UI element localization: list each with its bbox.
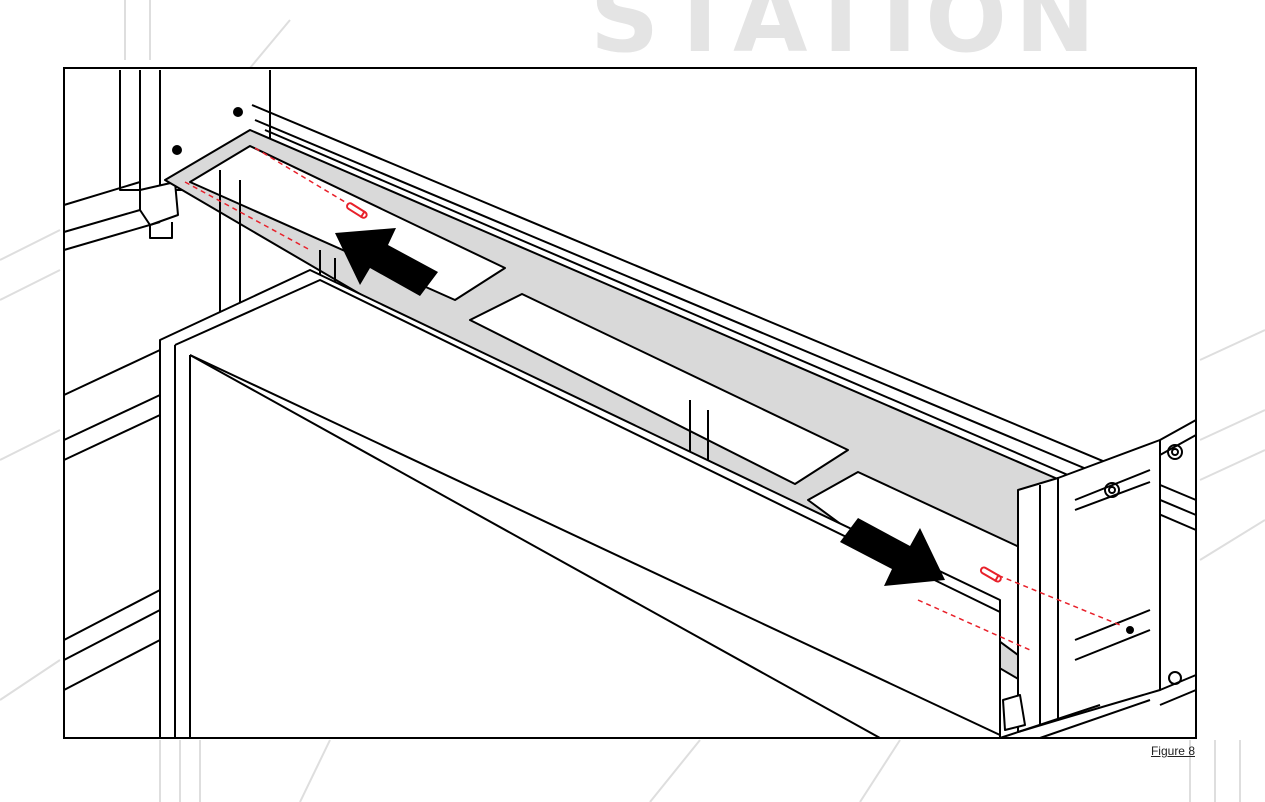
bolt-hole — [233, 107, 243, 117]
arrow-left-up-icon — [335, 228, 438, 296]
watermark: STATION — [590, 0, 1104, 74]
bolt-hole — [172, 145, 182, 155]
drawing — [63, 70, 1197, 739]
pin-left-icon — [346, 202, 368, 219]
arrow-right-down-icon — [840, 518, 945, 586]
pin-right-icon — [979, 566, 1002, 583]
right-upright — [1017, 477, 1059, 733]
guide-lines — [184, 147, 1121, 651]
figure-caption: Figure 8 — [1150, 744, 1195, 758]
